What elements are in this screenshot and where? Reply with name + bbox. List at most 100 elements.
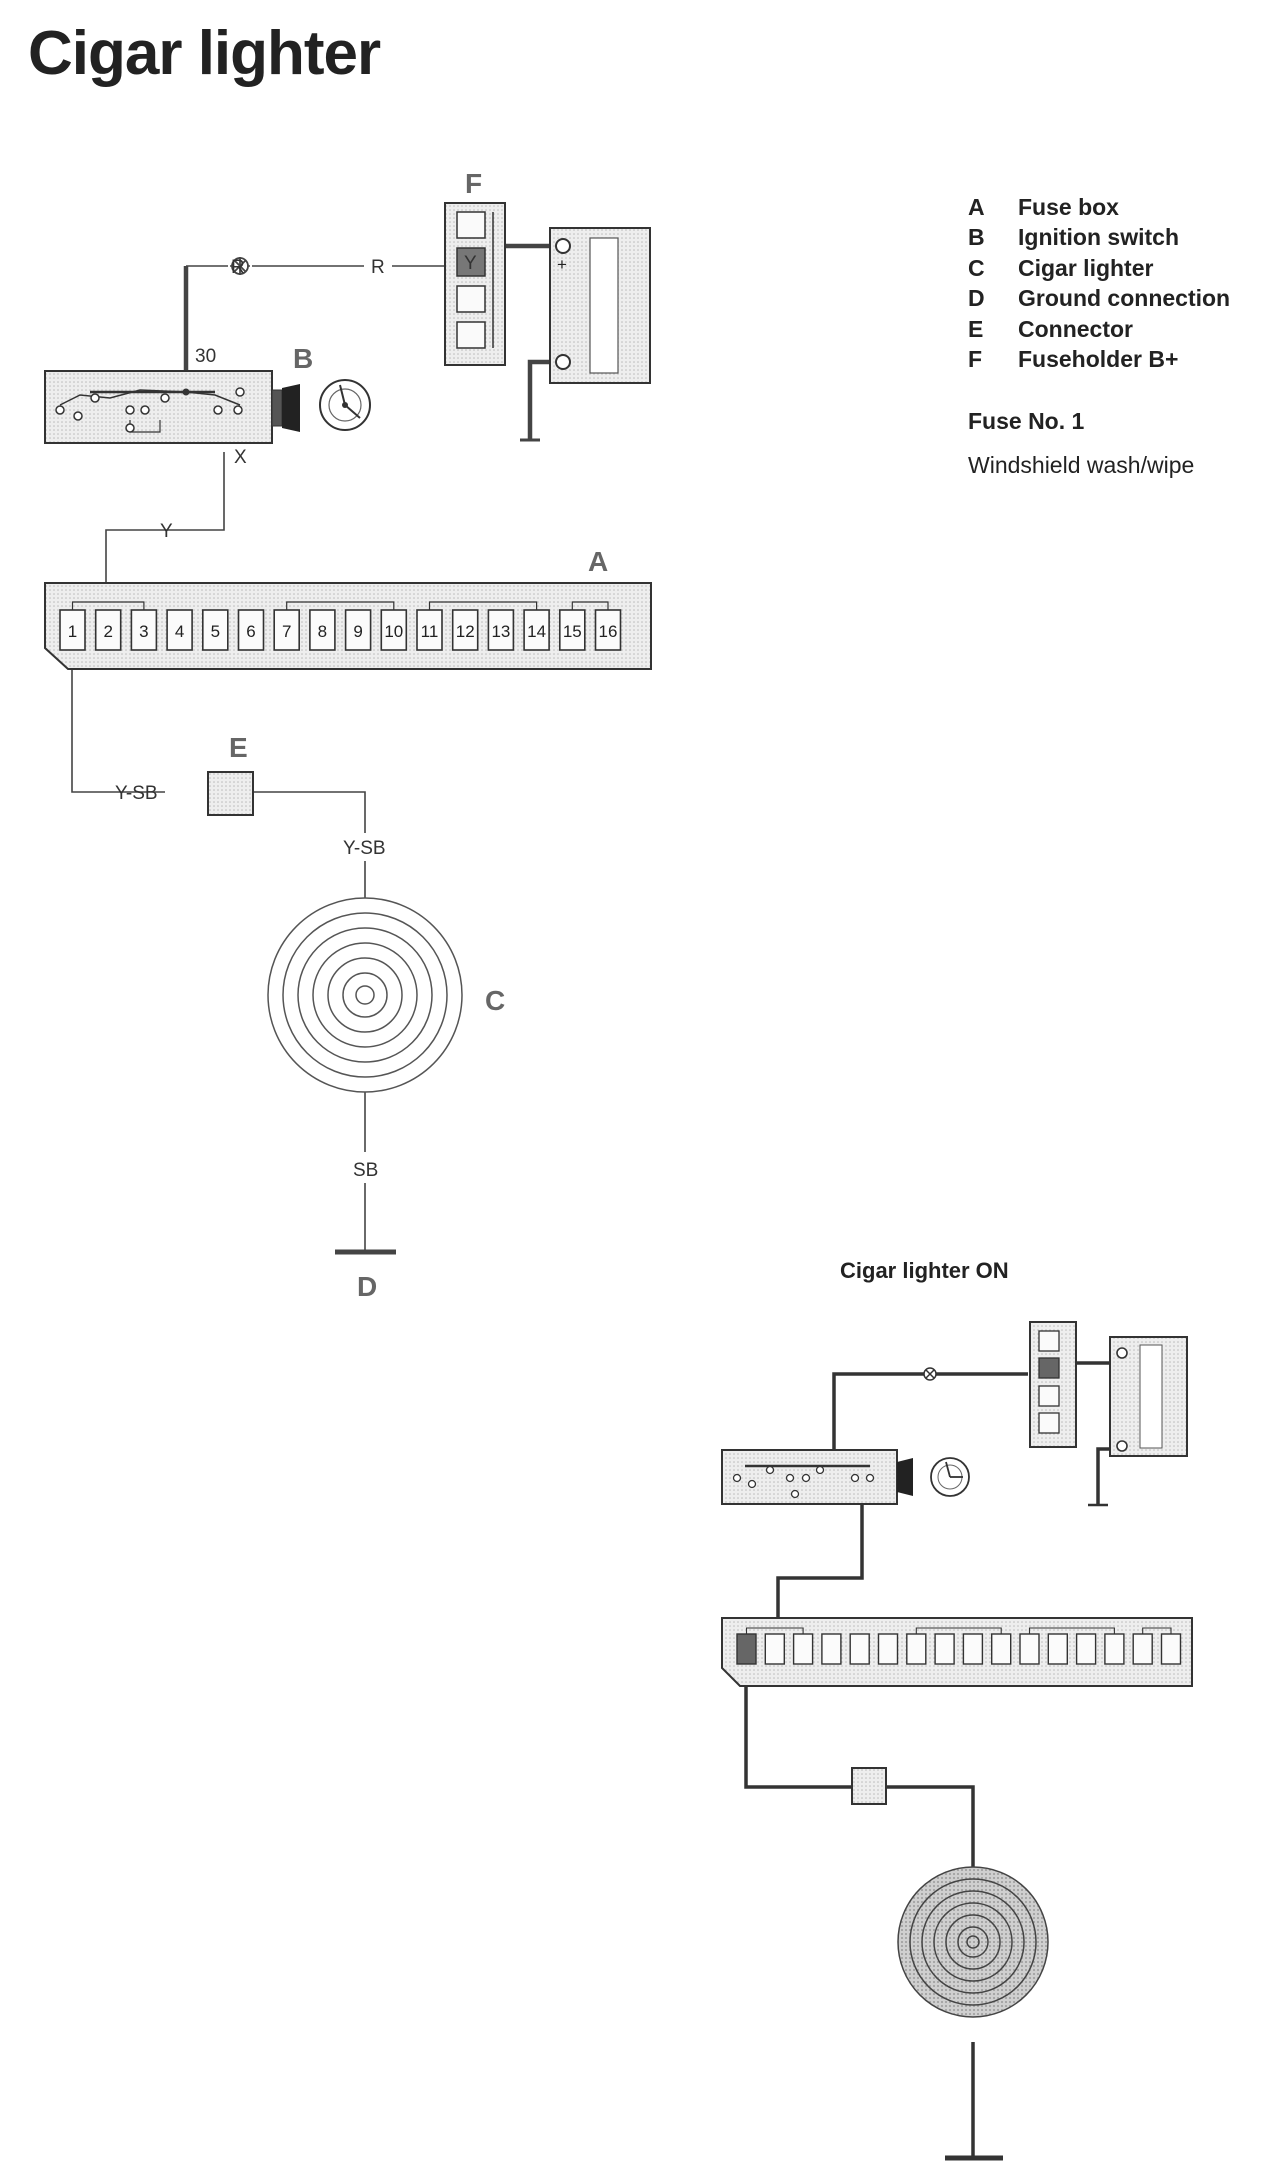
on-lighter-ring: [966, 1935, 980, 1949]
on-fuse-slot: [1104, 1633, 1125, 1665]
fuse-slot: [487, 609, 515, 651]
switch-contact-line: [59, 389, 241, 406]
terminal-label-x: X: [234, 447, 247, 468]
page-title: Cigar lighter: [28, 19, 381, 88]
legend-text: Ignition switch: [1018, 224, 1179, 251]
switch-contact: [90, 393, 100, 403]
fuse-slot-number: 11: [421, 622, 439, 641]
wire-y-sb-left: [71, 660, 165, 793]
on-fuse-slot: [792, 1633, 814, 1665]
fuse-slot-label-y: Y: [464, 253, 477, 274]
on-fuse-slot: [1019, 1633, 1040, 1665]
fuse-slot-number: 10: [384, 622, 403, 641]
on-fuse-slot: [849, 1633, 870, 1665]
on-battery-cell: [1139, 1344, 1163, 1449]
fuse-slot: [94, 609, 122, 651]
wire-y: [105, 452, 225, 602]
fuse-slot-number: 8: [318, 622, 327, 641]
fuse-slot: [309, 609, 336, 651]
on-battery-terminal: [1116, 1347, 1128, 1359]
on-lighter-ring: [945, 1914, 1001, 1970]
switch-contact: [55, 405, 65, 415]
fuse-slot: [202, 609, 229, 651]
inline-fuse-icon: [231, 257, 249, 275]
on-connector: [851, 1767, 887, 1805]
on-fuseholder-slot: [1038, 1412, 1060, 1434]
wire-label-sb: SB: [353, 1160, 378, 1181]
fuseholder-f: [444, 202, 506, 366]
fuse-slot: [59, 609, 86, 651]
on-state-diagram: [721, 1321, 1193, 2161]
fuse-slot-number: 6: [246, 622, 255, 641]
on-fuse-slot: [991, 1633, 1012, 1665]
switch-contact: [73, 411, 83, 421]
fuse-slot-number: 2: [103, 622, 112, 641]
fuse-bridge: [71, 601, 145, 610]
fuse-slot: [130, 609, 158, 651]
fuse-bridge: [286, 601, 395, 610]
lighter-ring: [355, 985, 375, 1005]
switch-contact: [160, 393, 170, 403]
on-fuse-slot-active: [736, 1633, 757, 1665]
fuse-bridge: [428, 601, 538, 610]
on-fuse-slots: [736, 1627, 1182, 1665]
fuse-slot-number: 5: [211, 622, 220, 641]
fuse-slot-number: 9: [353, 622, 362, 641]
legend-text: Fuseholder B+: [1018, 346, 1179, 373]
lighter-ring: [342, 972, 388, 1018]
fuseholder-slot: [456, 285, 486, 313]
lighter-ring: [282, 912, 448, 1078]
on-cigar-lighter: [897, 1866, 1049, 2018]
switch-contact: [233, 405, 243, 415]
switch-contact: [125, 423, 135, 433]
legend-key: C: [968, 254, 985, 281]
on-wire-switch-out: [776, 1498, 864, 1636]
lighter-ring: [267, 897, 463, 1093]
switch-junction: [182, 388, 190, 396]
ignition-key-cylinder: [282, 384, 300, 432]
component-label-f: F: [465, 168, 482, 199]
battery-plus-sign: +: [557, 255, 567, 274]
fuse-number-note: Fuse No. 1: [968, 408, 1085, 434]
legend-text: Ground connection: [1018, 285, 1231, 312]
on-lighter-ring: [957, 1926, 989, 1958]
on-inline-fuse-icon: [923, 1367, 937, 1381]
component-label-c: C: [485, 985, 505, 1016]
component-label-d: D: [357, 1271, 377, 1302]
fuse-slot: [237, 609, 265, 651]
wire-label-y-sb-left: Y-SB: [115, 783, 158, 804]
switch-contact: [213, 405, 223, 415]
fuse-slot-number: 16: [599, 622, 618, 641]
on-fuse-slot: [1047, 1633, 1069, 1665]
fuse-slot-number: 13: [491, 622, 510, 641]
fuseholder-slot-active: [456, 247, 486, 277]
fuse-description: Windshield wash/wipe: [968, 452, 1195, 478]
on-fuse-bridge: [1028, 1627, 1115, 1634]
battery-cell: [589, 237, 619, 374]
on-fuseholder-slot-active: [1038, 1357, 1060, 1379]
on-wire-battery-ground: [1096, 1447, 1120, 1505]
cigar-lighter-c: [267, 897, 463, 1093]
legend-text: Fuse box: [1018, 193, 1119, 220]
on-fuse-slot: [962, 1633, 984, 1665]
battery-terminal-positive: [555, 238, 571, 254]
on-fuse-slot: [934, 1633, 955, 1665]
on-fuseholder-slot: [1038, 1385, 1060, 1407]
lighter-ring: [297, 927, 433, 1063]
on-fuse-bridge: [745, 1627, 804, 1634]
on-fuse-slot: [1075, 1633, 1097, 1665]
fuse-slot: [344, 609, 372, 651]
fuse-slot: [166, 609, 193, 651]
fuse-slot-number: 12: [456, 622, 475, 641]
on-lighter-ring: [921, 1890, 1025, 1994]
fuse-slot: [380, 609, 408, 651]
terminal-label-30: 30: [195, 346, 216, 367]
wire-label-r-right: R: [371, 257, 385, 278]
battery-icon: +: [549, 227, 651, 384]
on-switch-contacts: [732, 1465, 875, 1499]
